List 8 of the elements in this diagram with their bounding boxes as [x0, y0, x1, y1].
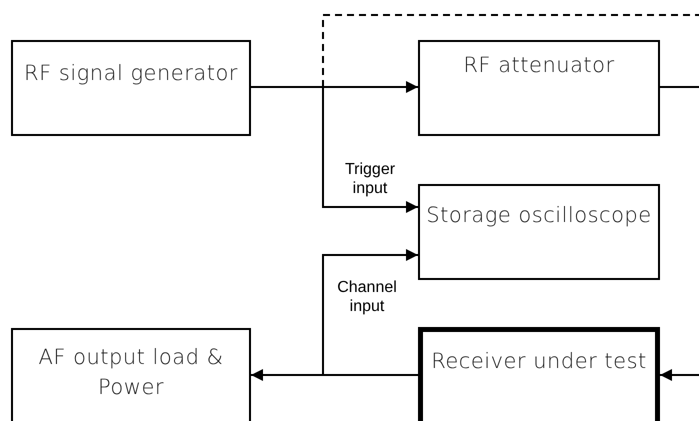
process-box: RF signal generator	[11, 40, 251, 136]
arrow	[660, 369, 699, 381]
process-box: RF attenuator	[418, 40, 660, 136]
process-box: AF output load & Power	[11, 328, 251, 421]
connector-line	[660, 86, 699, 88]
process-box: Storage oscilloscope	[418, 184, 660, 280]
device-under-test-box: Receiver under test	[418, 327, 660, 421]
arrow	[322, 249, 418, 376]
